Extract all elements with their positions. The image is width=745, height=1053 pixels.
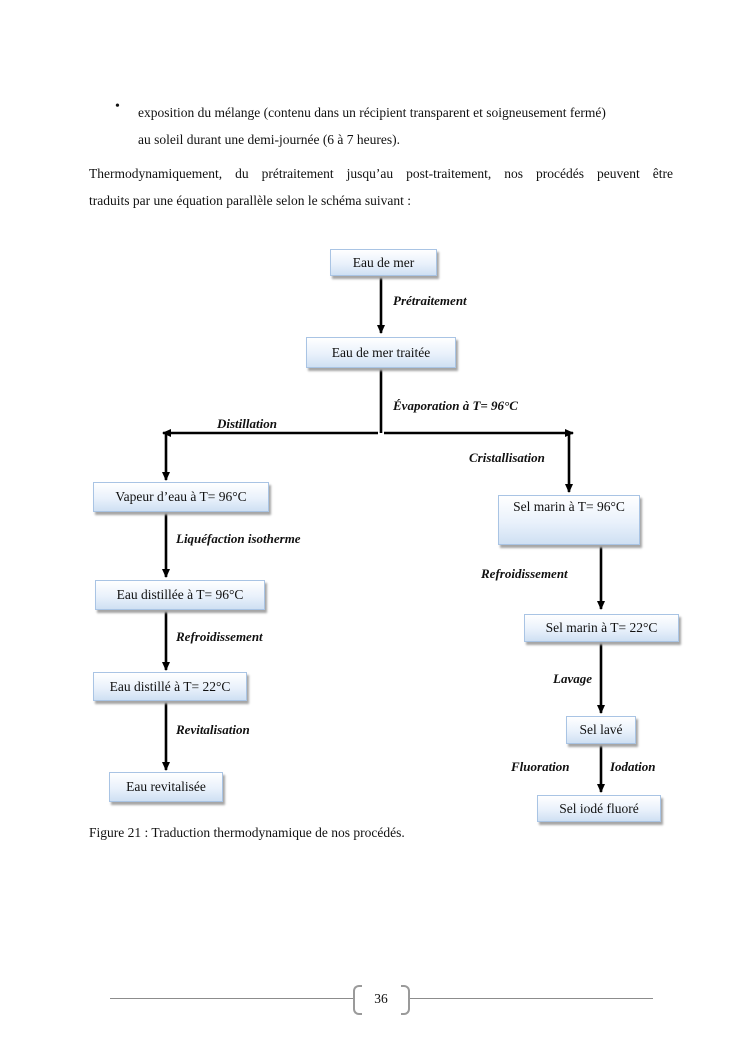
bullet-item: exposition du mélange (contenu dans un r…: [138, 99, 678, 153]
node-eau-distille-22: Eau distillé à T= 22°C: [93, 672, 247, 701]
bullet-line-2: au soleil durant une demi-journée (6 à 7…: [138, 132, 401, 147]
node-eau-revitalisee: Eau revitalisée: [109, 772, 223, 802]
paragraph-line-2: traduits par une équation parallèle selo…: [89, 193, 412, 208]
node-vapeur-eau: Vapeur d’eau à T= 96°C: [93, 482, 269, 512]
node-eau-de-mer: Eau de mer: [330, 249, 437, 276]
paragraph-line-1: Thermodynamiquement, du prétraitement ju…: [89, 166, 673, 181]
node-sel-iode-fluore: Sel iodé fluoré: [537, 795, 661, 822]
bullet-line-1: exposition du mélange (contenu dans un r…: [138, 105, 606, 120]
footer-rule-left: [110, 998, 353, 999]
label-lavage: Lavage: [553, 671, 592, 686]
node-eau-distillee-96: Eau distillée à T= 96°C: [95, 580, 265, 610]
label-refroidissement-left: Refroidissement: [176, 629, 263, 644]
label-fluoration: Fluoration: [511, 759, 570, 774]
label-evaporation: Évaporation à T= 96°C: [393, 398, 518, 413]
page-number: 36: [374, 991, 388, 1006]
node-eau-de-mer-traitee: Eau de mer traitée: [306, 337, 456, 368]
label-revitalisation: Revitalisation: [176, 722, 250, 737]
node-sel-lave: Sel lavé: [566, 716, 636, 744]
page-number-bracket-right: [401, 985, 410, 1015]
footer-rule-right: [410, 998, 653, 999]
node-sel-marin-96: Sel marin à T= 96°C: [498, 495, 640, 545]
label-pretraitement: Prétraitement: [393, 293, 467, 308]
label-distillation: Distillation: [217, 416, 277, 431]
node-sel-marin-22: Sel marin à T= 22°C: [524, 614, 679, 642]
label-iodation: Iodation: [610, 759, 656, 774]
label-liquefaction: Liquéfaction isotherme: [176, 531, 301, 546]
page-number-bracket-left: [353, 985, 362, 1015]
bullet-marker: •: [115, 99, 120, 114]
figure-caption: Figure 21 : Traduction thermodynamique d…: [89, 825, 405, 840]
label-cristallisation: Cristallisation: [469, 450, 545, 465]
body-paragraph: Thermodynamiquement, du prétraitement ju…: [89, 160, 673, 214]
label-refroidissement-right: Refroidissement: [481, 566, 568, 581]
